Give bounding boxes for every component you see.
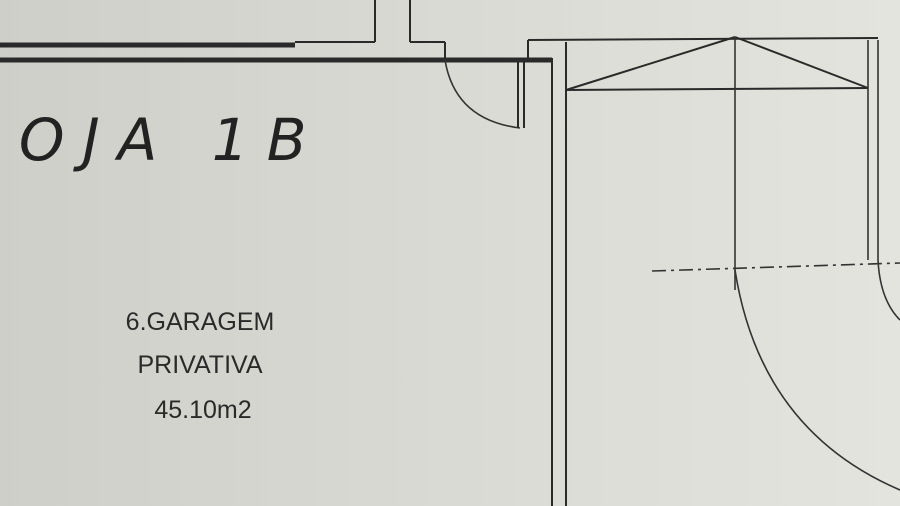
- top-left-walls: [0, 0, 552, 63]
- right-wall: [527, 37, 879, 506]
- handwritten-title: -OJA 1B: [0, 106, 325, 174]
- garage-door-symbol: [565, 36, 900, 491]
- room-type: PRIVATIVA: [137, 351, 262, 379]
- room-name: 6.GARAGEM: [126, 308, 275, 336]
- room-area: 45.10m2: [154, 396, 251, 424]
- door-swing: [444, 59, 525, 129]
